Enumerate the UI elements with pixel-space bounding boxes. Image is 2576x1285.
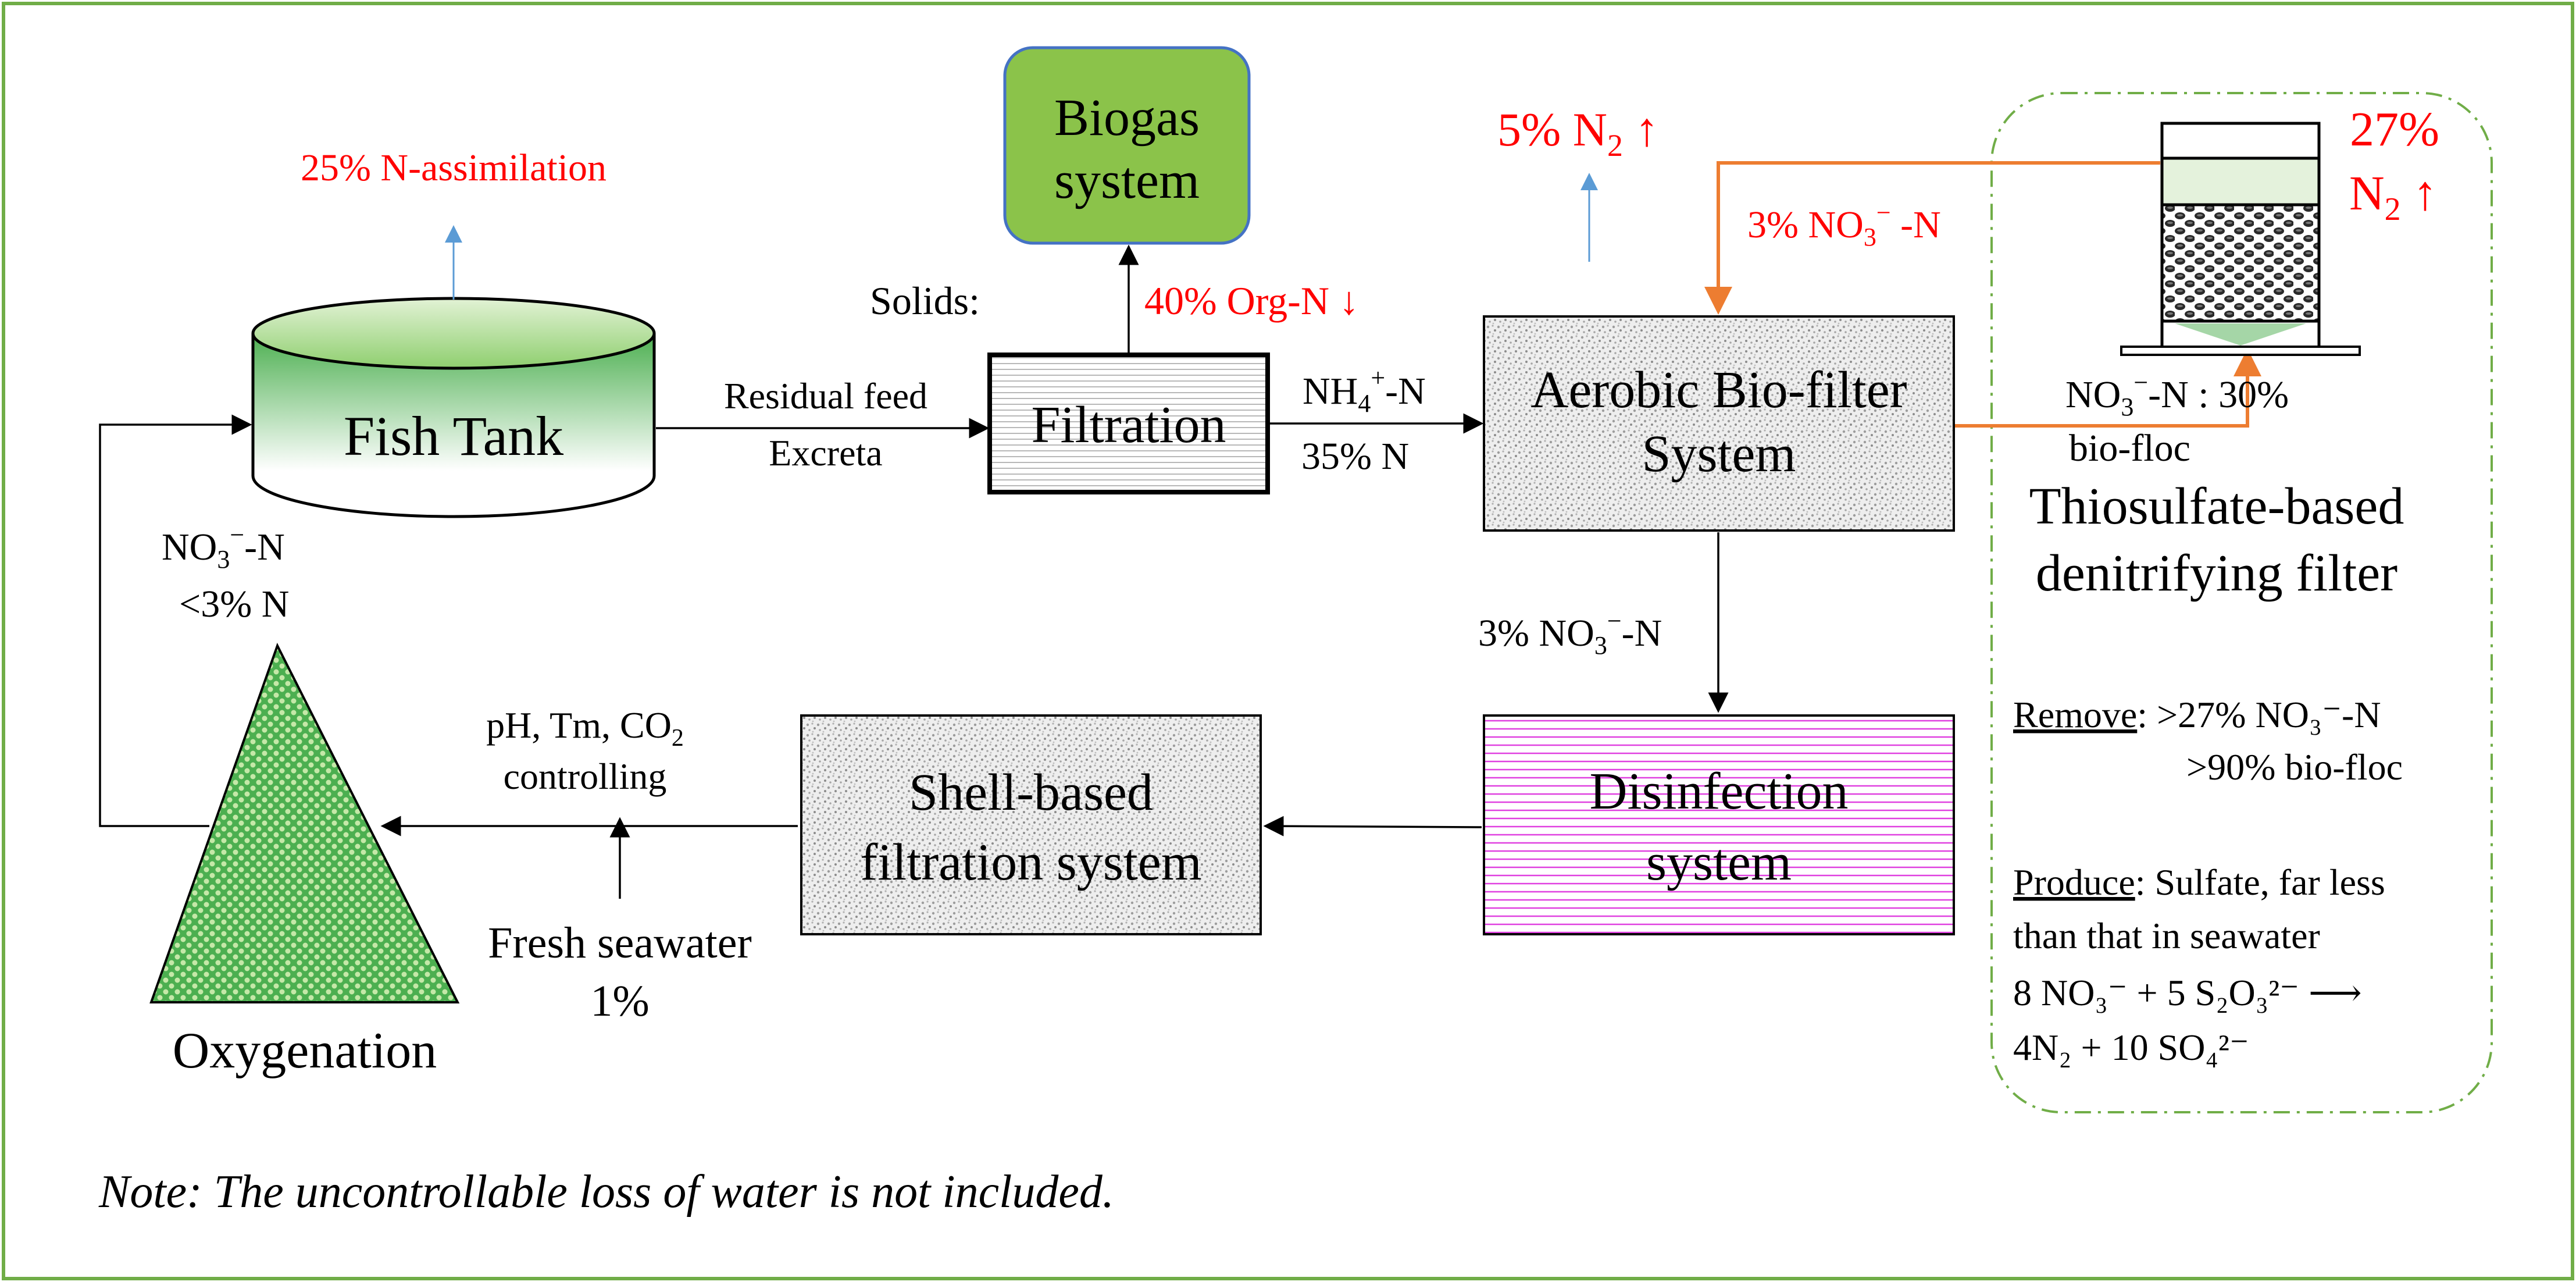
return-flow-label: NO3−-N <box>162 521 285 574</box>
biogas-box <box>1003 46 1251 245</box>
denit-biofloc-label: bio-floc <box>2069 427 2190 469</box>
aerobic-to-denit-arrow <box>1955 348 2261 428</box>
fresh-line1: Fresh seawater <box>488 919 752 967</box>
denit-title1: Thiosulfate-based <box>2029 478 2404 535</box>
denit-n2-line2: N2 ↑ <box>2349 166 2438 227</box>
return-flow-percent: <3% N <box>179 583 289 625</box>
remove-line2: >90% bio-floc <box>2186 746 2403 788</box>
denit-n2-line1: 27% <box>2350 102 2439 156</box>
shell-box <box>800 714 1262 935</box>
denit-no3-label: NO3−-N : 30% <box>2065 368 2289 421</box>
disinfection-line2: system <box>1646 834 1792 891</box>
denit-funnel <box>2175 323 2306 346</box>
denit-column-top <box>2160 122 2321 160</box>
controls-line1: pH, Tm, CO2 <box>486 704 684 752</box>
equation-line2: 4N₂ + 10 SO₄²⁻ <box>2013 1027 2249 1068</box>
remove-text: Remove: >27% NO₃⁻-N <box>2013 694 2381 735</box>
filtration-box <box>987 353 1270 494</box>
n2-small-label: 5% N2 ↑ <box>1497 103 1659 163</box>
disinfection-box <box>1483 714 1955 935</box>
biogas-line1: Biogas <box>1054 89 1200 147</box>
disinfection-to-shell-arrow <box>1263 816 1482 837</box>
fish-tank-label: Fish Tank <box>344 405 563 467</box>
footnote: Note: The uncontrollable loss of water i… <box>98 1166 1114 1218</box>
residual-feed-label: Residual feed <box>724 375 927 417</box>
fish-tank: Fish Tank <box>251 297 656 518</box>
to-disinfection-label: 3% NO3−-N <box>1478 607 1662 660</box>
oxygenation-triangle <box>149 642 460 1003</box>
fish-tank-top <box>251 297 656 370</box>
recycle-orange-arrow <box>1704 161 2160 315</box>
produce-text: Produce: Sulfate, far less <box>2013 862 2385 903</box>
denit-water <box>2160 156 2321 207</box>
shell-line1: Shell-based <box>909 764 1153 821</box>
fresh-line2: 1% <box>590 977 649 1026</box>
nh4-percent: 35% N <box>1301 435 1409 478</box>
denit-title2: denitrifying filter <box>2036 544 2397 602</box>
controls-line2: controlling <box>504 756 667 797</box>
denit-column <box>2120 122 2361 356</box>
solids-prefix: Solids: <box>870 279 980 323</box>
denitrifying-region <box>1990 92 2493 1113</box>
shell-line2: filtration system <box>860 834 1201 891</box>
filtration-label: Filtration <box>1032 396 1226 454</box>
solids-value: 40% Org-N ↓ <box>1144 279 1359 323</box>
assimilation-label: 25% N-assimilation <box>301 147 606 189</box>
excreta-label: Excreta <box>769 432 882 474</box>
denit-media <box>2160 203 2321 323</box>
recycle-label: 3% NO3− -N <box>1747 198 1941 251</box>
denit-base <box>2120 346 2361 356</box>
disinfection-line1: Disinfection <box>1590 763 1849 820</box>
equation-line1: 8 NO₃⁻ + 5 S₂O₃²⁻ ⟶ <box>2013 972 2362 1013</box>
produce-line2: than that in seawater <box>2013 915 2320 956</box>
biogas-line2: system <box>1054 152 1200 209</box>
fish-tank-body <box>251 333 656 518</box>
oxygenation-label: Oxygenation <box>173 1023 437 1079</box>
aerobic-box <box>1483 315 1955 532</box>
return-loop-arrow <box>99 414 252 827</box>
aerobic-line1: Aerobic Bio-filter <box>1530 361 1907 419</box>
aerobic-line2: System <box>1642 425 1796 483</box>
nh4-label: NH4+-N <box>1303 364 1426 418</box>
